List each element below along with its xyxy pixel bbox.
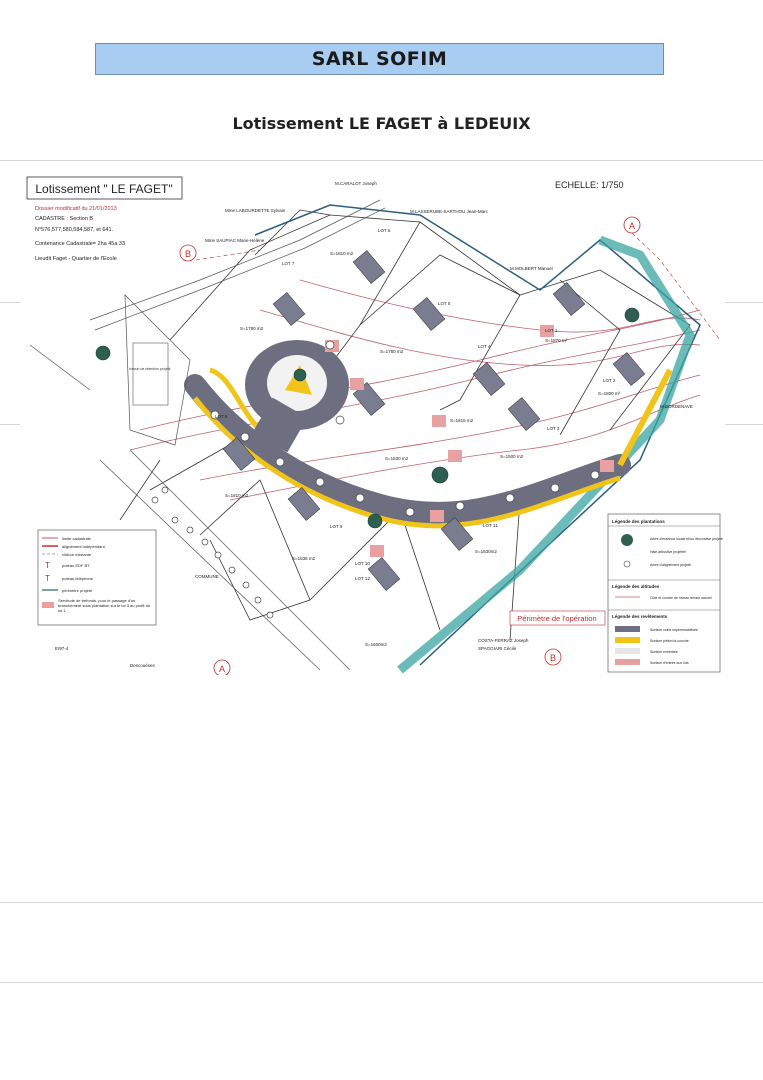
plan-title: Lotissement " LE FAGET" <box>35 182 172 196</box>
svg-text:LOT 3: LOT 3 <box>547 426 560 431</box>
svg-text:T: T <box>45 574 50 583</box>
svg-text:LOT 10: LOT 10 <box>355 561 370 566</box>
west-road <box>29 199 386 671</box>
scan-line <box>0 160 763 161</box>
svg-text:M.MOLBERT Manuel: M.MOLBERT Manuel <box>510 266 553 271</box>
svg-text:S=1800 m²: S=1800 m² <box>598 391 621 396</box>
svg-text:Surface piéton bi-couche: Surface piéton bi-couche <box>650 639 689 643</box>
svg-text:S=1780 m2: S=1780 m2 <box>240 326 264 331</box>
section-a-top: A <box>629 221 635 231</box>
site-plan: bassin de rétention projeté Lotissement … <box>0 160 763 675</box>
alignment-trees <box>151 340 600 619</box>
document-title: Lotissement LE FAGET à LEDEUIX <box>232 114 531 133</box>
svg-text:E/97-4: E/97-4 <box>55 646 69 651</box>
svg-text:T: T <box>45 561 50 570</box>
company-banner: SARL SOFIM <box>95 43 664 75</box>
houses <box>222 250 646 591</box>
svg-text:Côte et courbe de niveau terra: Côte et courbe de niveau terrain naturel <box>650 596 712 600</box>
svg-text:S=1630m2: S=1630m2 <box>475 549 497 554</box>
scan-line <box>0 982 763 983</box>
plan-title-box <box>26 176 183 200</box>
company-name: SARL SOFIM <box>311 48 448 70</box>
scan-line <box>0 902 763 903</box>
svg-text:LOT 5: LOT 5 <box>438 301 451 306</box>
svg-text:Haie arbustive projetée: Haie arbustive projetée <box>650 550 686 554</box>
cadastre-info: CADASTRE : Section B <box>35 216 93 222</box>
svg-text:S=1810 m2: S=1810 m2 <box>330 251 354 256</box>
contenance: Contenance Cadastrale= 2ha 45a 33 <box>35 241 125 247</box>
svg-text:LOT 7: LOT 7 <box>282 261 295 266</box>
svg-text:SPAGGIARI Cécile: SPAGGIARI Cécile <box>478 646 517 651</box>
road-junction <box>252 397 308 453</box>
svg-text:S=1870 m²: S=1870 m² <box>545 338 568 343</box>
access-road <box>397 235 695 674</box>
perimeter-label: Périmètre de l'opération <box>517 614 596 623</box>
svg-text:LOT 11: LOT 11 <box>483 523 498 528</box>
svg-text:LOT 9: LOT 9 <box>330 524 343 529</box>
lot-labels: LOT 7 S=1780 m2 LOT 6 S=1810 m2 LOT 5 S=… <box>215 228 621 647</box>
svg-text:M.CARALOT Joseph: M.CARALOT Joseph <box>335 181 377 186</box>
svg-text:S=1810 m2: S=1810 m2 <box>225 493 249 498</box>
svg-text:limite cadastrale: limite cadastrale <box>62 536 92 541</box>
scale-label: ECHELLE: 1/750 <box>555 180 624 190</box>
svg-text:Légende des revêtements: Légende des revêtements <box>612 614 668 619</box>
svg-text:Mme LABOURDETTE Sylvain: Mme LABOURDETTE Sylvain <box>225 208 286 213</box>
pedestrian-path-north <box>209 367 262 432</box>
svg-text:Arbre d'alignement projeté: Arbre d'alignement projeté <box>650 563 691 567</box>
svg-text:S=1530 m2: S=1530 m2 <box>385 456 409 461</box>
svg-text:Surface d'entrée aux lots: Surface d'entrée aux lots <box>650 661 689 665</box>
svg-text:COSTA-FERRAZ Joseph: COSTA-FERRAZ Joseph <box>478 638 529 643</box>
svg-text:LOT 2: LOT 2 <box>603 378 616 383</box>
section-b-top: B <box>185 249 191 259</box>
svg-text:S=1500 m2: S=1500 m2 <box>500 454 524 459</box>
section-b-bottom: B <box>550 653 556 663</box>
svg-text:COMMUNE: COMMUNE <box>195 574 219 579</box>
svg-text:poteau téléphone: poteau téléphone <box>62 576 94 581</box>
svg-text:clôture existante: clôture existante <box>62 552 92 557</box>
svg-text:S=1815 m2: S=1815 m2 <box>450 418 474 423</box>
basin-label: bassin de rétention projeté <box>129 367 170 371</box>
svg-text:M.LASSERUBE-SARTHOU Jean-Marc: M.LASSERUBE-SARTHOU Jean-Marc <box>410 209 489 214</box>
svg-text:poteau EDF BT: poteau EDF BT <box>62 563 90 568</box>
pedestrian-link <box>617 368 673 467</box>
svg-text:Légende des plantations: Légende des plantations <box>612 519 665 524</box>
svg-text:alignement indépendant: alignement indépendant <box>62 544 106 549</box>
svg-text:Arbre d'essence locale et/ou d: Arbre d'essence locale et/ou décorative … <box>650 537 723 541</box>
svg-text:périmètre projeté: périmètre projeté <box>62 588 93 593</box>
legend-left: limite cadastrale alignement indépendant… <box>37 529 157 626</box>
svg-text:M.BORDENAVE: M.BORDENAVE <box>660 404 693 409</box>
svg-text:Surface voirie imperméabilisée: Surface voirie imperméabilisée <box>650 628 698 632</box>
svg-text:S=1780 m2: S=1780 m2 <box>380 349 404 354</box>
svg-text:Légende des altitudes: Légende des altitudes <box>612 584 660 589</box>
svg-text:Mme SAUPIAC Marie-Hélène: Mme SAUPIAC Marie-Hélène <box>205 238 265 243</box>
lot-entries <box>325 325 614 557</box>
lieudit: Lieudit Faget - Quartier de l'Ecole <box>35 256 117 262</box>
section-a-bottom: A <box>219 664 225 674</box>
svg-text:S=1536 m2: S=1536 m2 <box>292 556 316 561</box>
svg-text:Descouéses: Descouéses <box>130 663 156 668</box>
svg-text:LOT 4: LOT 4 <box>478 344 491 349</box>
svg-text:LOT 8: LOT 8 <box>215 414 228 419</box>
svg-text:S=1600m2: S=1600m2 <box>365 642 387 647</box>
dossier-date: Dossier modificatif du 21/01/2013 <box>35 206 117 212</box>
svg-text:Surface enherbée: Surface enherbée <box>650 650 678 654</box>
svg-text:LOT 1: LOT 1 <box>545 328 558 333</box>
parcel-numbers: N°576,577,580,584,587, et 641. <box>35 227 114 233</box>
legend-right: Légende des plantations Arbre d'essence … <box>607 513 723 673</box>
section-markers: A B A B <box>179 216 721 675</box>
trees <box>95 307 640 529</box>
main-road <box>184 374 631 524</box>
neighbor-labels: M.CARALOT Joseph Mme LABOURDETTE Sylvain… <box>55 181 693 668</box>
svg-text:LOT 12: LOT 12 <box>355 576 370 581</box>
perimeter-label-box <box>509 610 606 626</box>
svg-text:LOT 6: LOT 6 <box>378 228 391 233</box>
retention-basin <box>132 342 169 406</box>
